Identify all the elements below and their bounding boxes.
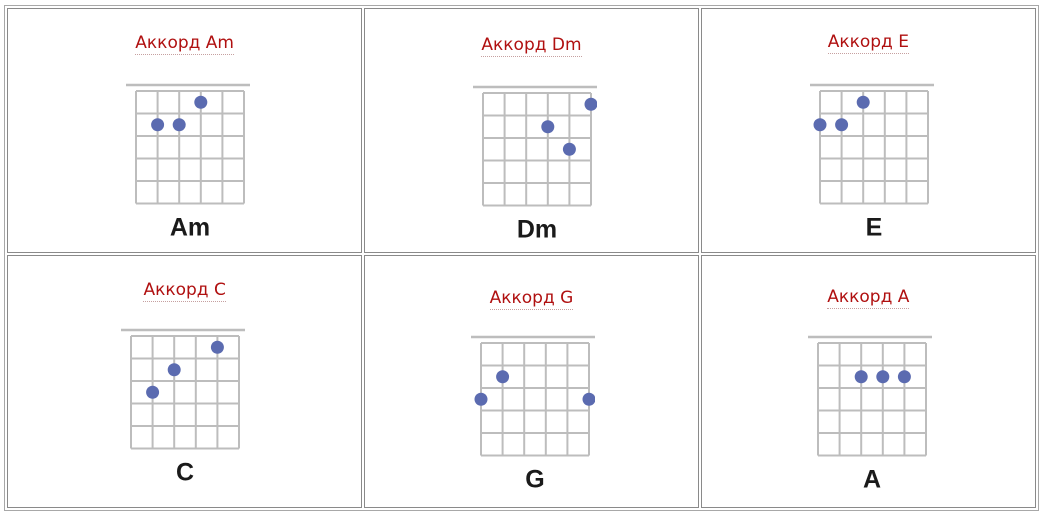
chord-link-c[interactable]: Аккорд C [8,280,361,302]
chord-link-am[interactable]: Аккорд Am [8,33,361,55]
finger-dot [167,363,181,377]
chord-diagram-e: E [809,77,934,240]
chords-row: Аккорд C C Аккорд G G Аккорд A A [7,255,1036,508]
chord-name-label: Dm [517,216,557,242]
chords-row: Аккорд Am Am Аккорд Dm Dm Аккорд E E [7,8,1036,253]
finger-dot [897,370,911,384]
chord-cell-am: Аккорд Am Am [7,8,363,253]
chord-diagram-dm: Dm [473,79,598,242]
chord-diagram-am: Am [126,77,250,239]
chord-cell-g: Аккорд G G [364,255,699,508]
finger-dot [563,142,577,156]
chord-link-am-text[interactable]: Аккорд Am [135,33,234,55]
chord-diagram-g-svg: G [471,335,596,492]
finger-dot [496,370,510,384]
chord-name-label: C [176,459,194,485]
chord-diagram-dm-svg: Dm [473,85,598,242]
chord-cell-c: Аккорд C C [7,255,363,508]
finger-dot [146,385,160,399]
finger-dot [834,118,848,132]
finger-dot [582,392,596,406]
chord-name-label: G [526,466,545,492]
finger-dot [854,370,868,384]
chord-diagram-a-svg: A [807,335,932,492]
chord-link-a[interactable]: Аккорд A [702,287,1035,309]
chord-name-label: A [863,466,881,492]
finger-dot [584,97,598,111]
finger-dot [210,340,224,354]
finger-dot [856,95,870,109]
chord-link-e[interactable]: Аккорд E [702,32,1035,54]
finger-dot [172,118,186,132]
chord-diagram-am-svg: Am [126,83,250,240]
finger-dot [541,120,555,134]
chord-diagram-a: A [807,329,932,492]
chord-link-dm-text[interactable]: Аккорд Dm [481,35,582,57]
chord-link-a-text[interactable]: Аккорд A [827,287,910,309]
finger-dot [813,118,827,132]
finger-dot [151,118,165,132]
chords-table: Аккорд Am Am Аккорд Dm Dm Аккорд E E Акк… [4,5,1039,511]
chord-link-e-text[interactable]: Аккорд E [827,32,909,54]
finger-dot [194,95,208,109]
chord-diagram-g: G [471,329,596,492]
chord-cell-dm: Аккорд Dm Dm [364,8,699,253]
chord-diagram-c: C [121,322,245,484]
chord-cell-e: Аккорд E E [700,8,1036,253]
chord-link-c-text[interactable]: Аккорд C [143,280,226,302]
chord-name-label: Am [170,214,210,240]
chord-link-dm[interactable]: Аккорд Dm [365,35,697,57]
chord-link-g[interactable]: Аккорд G [365,288,697,310]
chord-diagram-e-svg: E [809,83,934,240]
chord-name-label: E [865,214,882,240]
chord-link-g-text[interactable]: Аккорд G [489,288,574,310]
finger-dot [474,392,488,406]
chord-cell-a: Аккорд A A [700,255,1036,508]
chord-diagram-c-svg: C [121,328,245,485]
finger-dot [875,370,889,384]
